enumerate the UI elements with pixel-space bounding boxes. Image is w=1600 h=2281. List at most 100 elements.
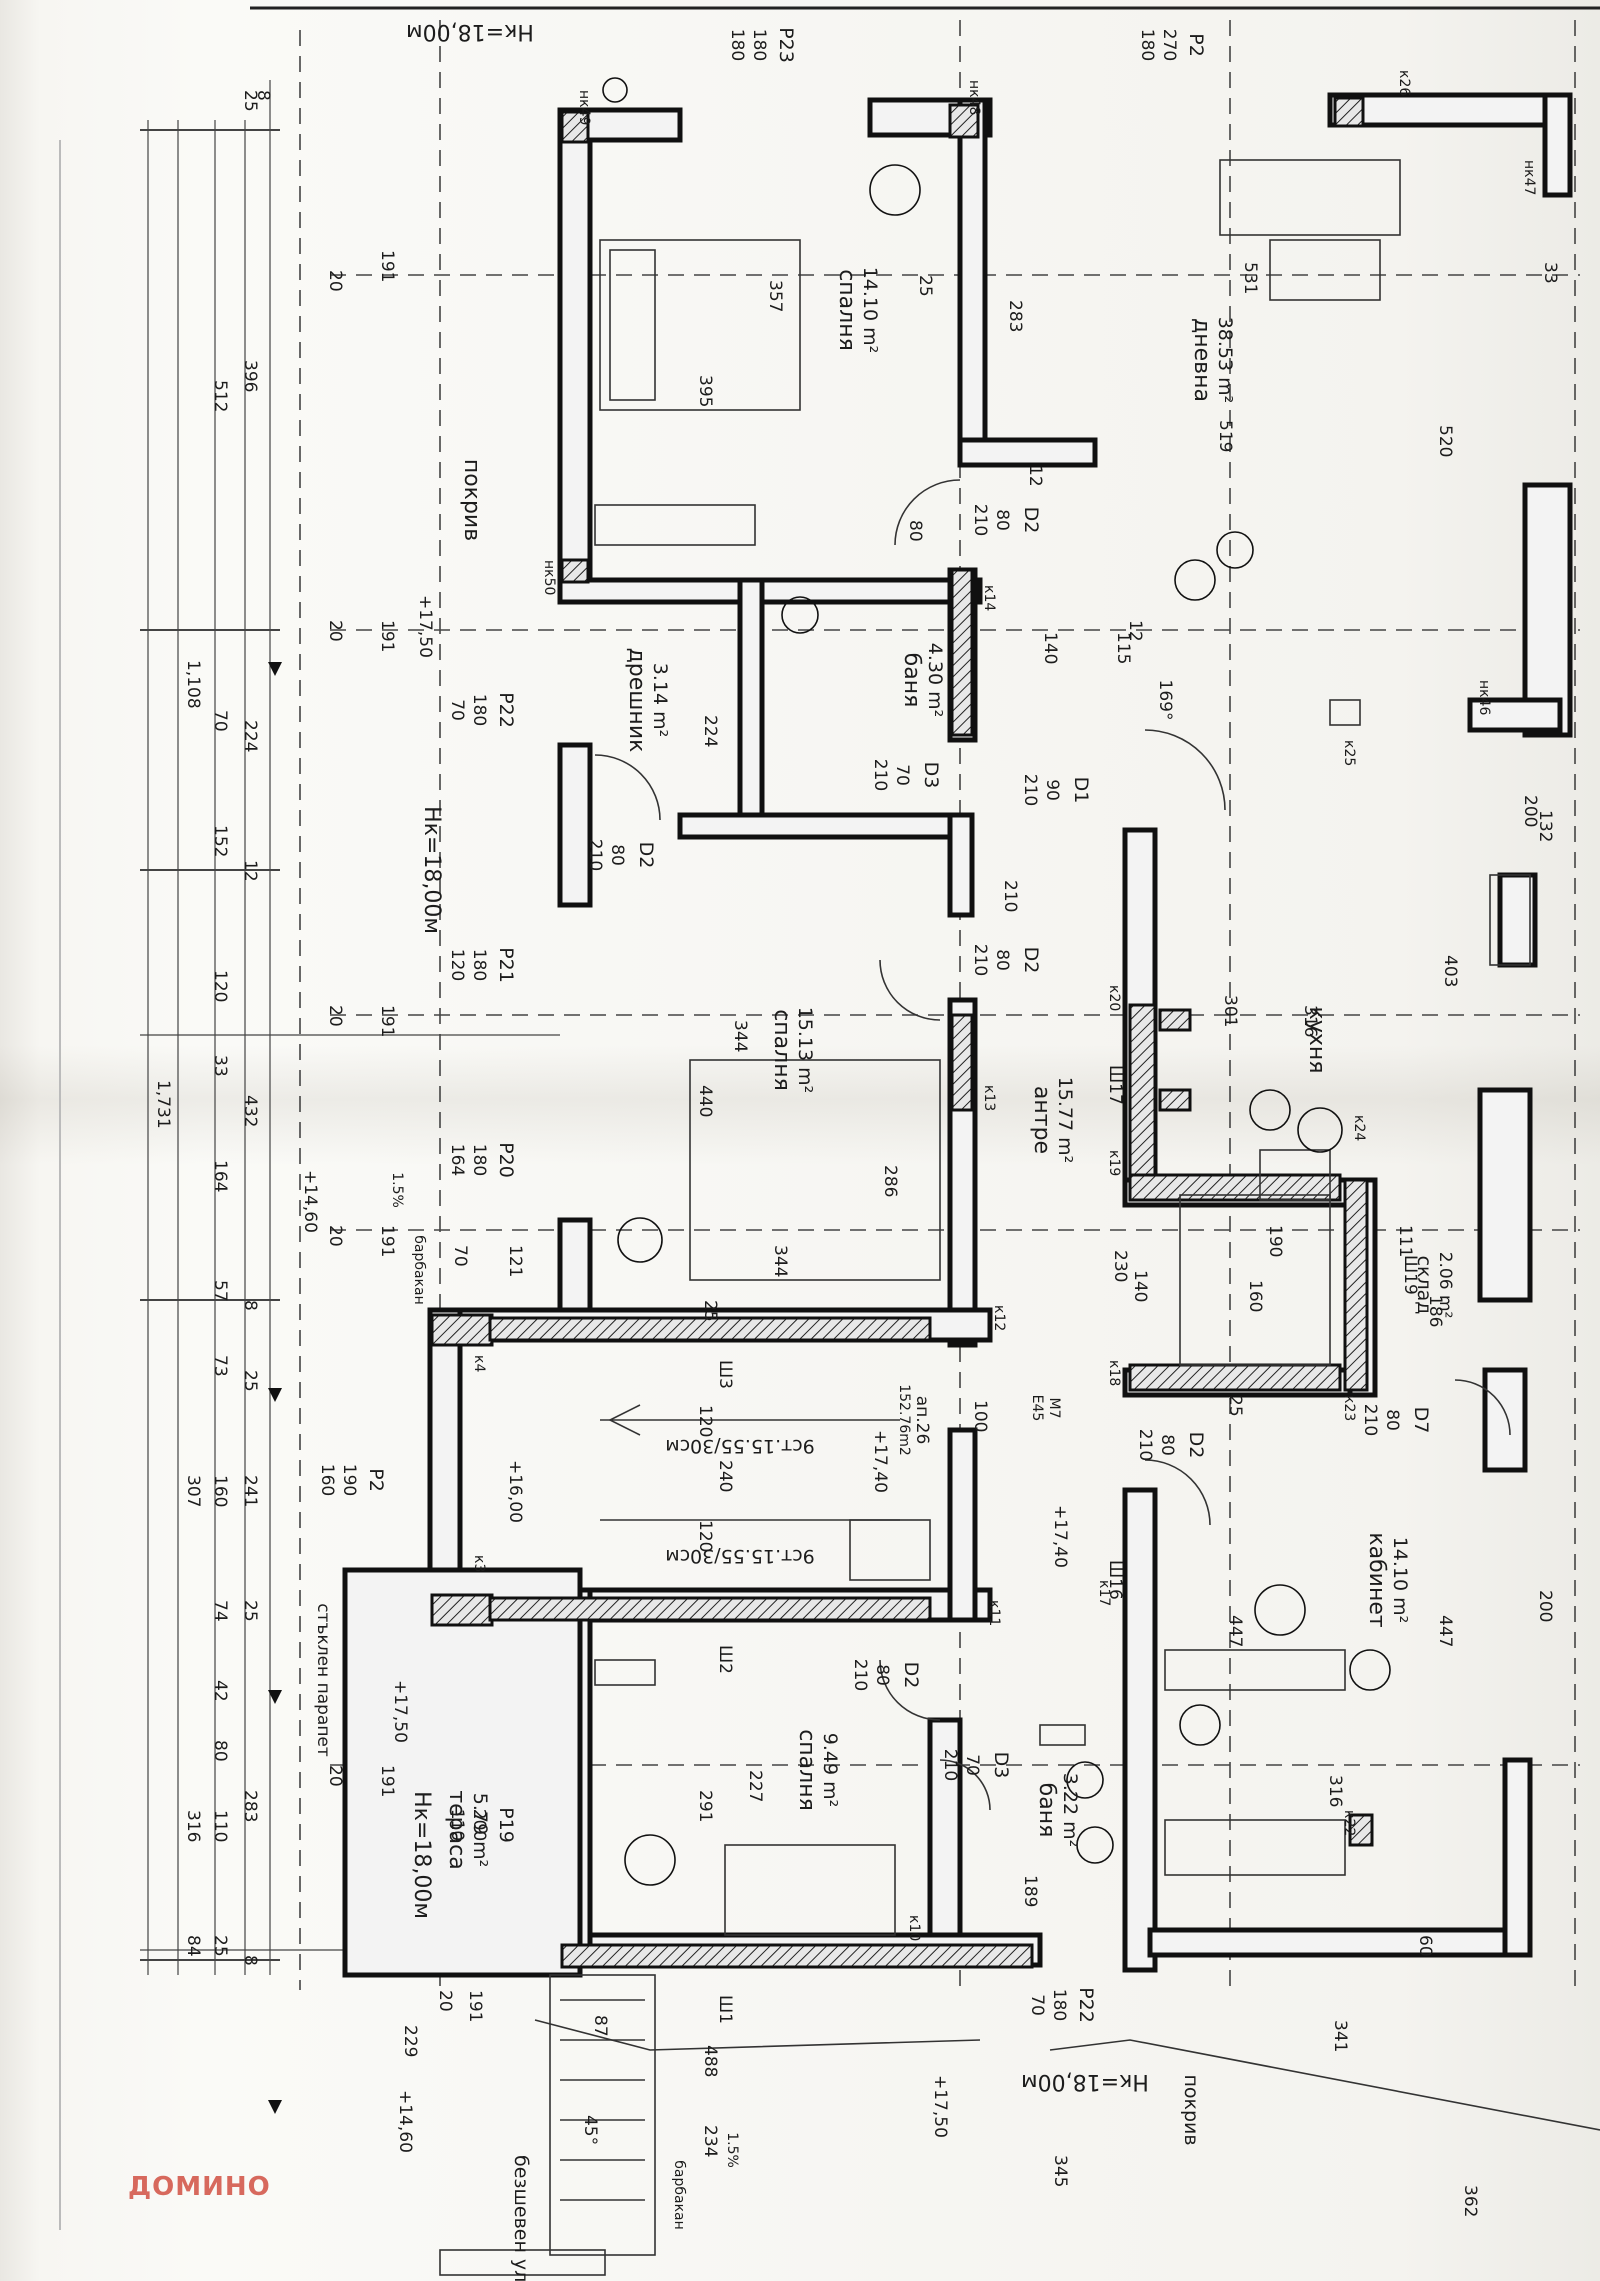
dimension-text: 191 [377,1005,397,1037]
dimension-text: 241 [240,1475,260,1507]
dimension-text: 8 [240,1955,260,1966]
dimension-text: 20 [325,1765,345,1787]
dimension-text: 20 [325,270,345,292]
dimension-text: 25 [210,1935,230,1957]
door-width: 80 [992,509,1012,531]
height-top: Нк=18,00м [406,19,534,44]
door-height: 210 [585,839,605,871]
window-code: P23 [775,27,797,63]
columns-hatched [430,96,1374,1969]
door-width: 80 [1382,1409,1402,1431]
circular-fixtures [602,77,1391,1886]
dimension-text: 25 [915,275,935,297]
level-mark: +17,50 [390,1680,410,1743]
column-code: к25 [1341,740,1357,766]
dimension-text: 160 [210,1475,230,1507]
column-code: к12 [991,1305,1007,1331]
dimension-text: 488 [700,2045,720,2077]
dimension-text: 283 [240,1790,260,1822]
column-code: к19 [1106,1150,1122,1176]
room-area-hall: 15.77 m² [1054,1077,1076,1164]
door-height: 210 [1020,774,1040,806]
watermark-label: ДОМИНО [128,2172,271,2202]
dimension-text: 395 [695,375,715,407]
door-code: D2 [900,1662,922,1689]
stairs-label: 9ст.15.55/30см [665,1435,814,1457]
window-height: 70 [447,699,467,721]
dimension-text: 396 [240,360,260,392]
dimension-text: 190 [1265,1225,1285,1257]
paper-fold-crease [0,1045,1600,1165]
dimension-text: 25 [240,1600,260,1622]
chimney-code: нк46 [1476,680,1492,716]
section-markers [268,662,282,2114]
room-name-closet: дрешник [624,648,649,753]
room-area-bath-2: 3.22 m² [1059,1773,1081,1847]
shaft-code: Ш16 [1105,1560,1125,1600]
angle-label: 45° [580,2115,600,2145]
chimney-code: нк48 [966,80,982,115]
element-codes: нк49 нк48 нк47 нк50 нк46 к14 к13 к12 к4 … [471,70,1537,2024]
dimension-text: 160 [1245,1280,1265,1312]
dimension-text: 115 [1113,632,1133,664]
dimension-text: 12 [240,860,260,882]
dimension-text: 87 [590,2015,610,2037]
dimension-text: 403 [1440,955,1460,987]
dimension-text: 200 [1535,1590,1555,1622]
dimension-text: 111 [1395,1225,1415,1257]
window-tags: P23 180 180 P2 270 180 P22 180 70 P21 18… [317,27,1207,2023]
dimension-text: 283 [1005,300,1025,332]
column-code: к3 [471,1555,487,1572]
dimension-text: 291 [695,1790,715,1822]
dimension-text: 316 [1300,1005,1320,1037]
dimension-text: 20 [435,1990,455,2012]
dimension-text: 240 [715,1460,735,1492]
dimension-texts-internal: 357 395 283 519 520 531 33 12 25 210 80 … [400,262,1560,2217]
room-name-bedroom-1: спалня [834,269,859,351]
dimension-text: 20 [325,620,345,642]
room-area-storage: 2.06 m² [1435,1252,1455,1319]
dimension-text: 60 [1415,1935,1435,1957]
dimension-text: 191 [377,1765,397,1797]
dimension-text: 224 [700,715,720,747]
dimension-text: 120 [210,970,230,1002]
dimension-texts-chain: 224 70 152 12 120 33 432 164 57 8 73 25 … [183,710,260,1966]
height-terrace: Нк=18,00м [409,1791,434,1919]
window-height: 120 [447,949,467,981]
window-code: P2 [365,1468,387,1492]
level-mark: +17,40 [870,1430,890,1493]
chimney-code: нк49 [576,90,592,125]
shaft-code: Ш3 [715,1360,735,1389]
window-width: 180 [1049,1989,1069,2021]
dimension-texts-left: 191 20 191 20 191 20 191 20 191 20 191 2… [325,250,485,2022]
column-code: к18 [1106,1360,1122,1386]
dimension-text: 191 [377,250,397,282]
window-width: 200 [469,1809,489,1841]
window-code: P22 [495,692,517,728]
chimney-code: нк50 [541,560,557,595]
dimension-text: 84 [183,1935,203,1957]
dimension-text: 191 [465,1990,485,2022]
roof-label: покрив [459,459,484,541]
room-area-study: 14.10 m² [1389,1537,1411,1624]
door-code: D3 [990,1752,1012,1779]
column-code: к17 [1096,1580,1112,1606]
dimension-text: 12 [1125,620,1145,642]
dimension-text: 152 [210,825,230,857]
shaft-code: Ш1 [715,1995,735,2024]
column-code: к14 [981,585,997,611]
dimension-text: 25 [1225,1395,1245,1417]
window-width: 180 [469,694,489,726]
roof-label: покрив [1180,2074,1202,2145]
column-code: к13 [981,1085,997,1111]
gutter-strip [439,1974,656,2276]
column-code: к4 [471,1355,487,1372]
dimension-text: 234 [700,2125,720,2157]
dimension-text: 224 [240,720,260,752]
door-code: D2 [1185,1432,1207,1459]
window-height: 180 [727,29,747,61]
room-area-bedroom-3: 9.49 m² [819,1733,841,1807]
room-area-living: 38.53 m² [1214,317,1236,404]
window-code: P19 [495,1807,517,1843]
